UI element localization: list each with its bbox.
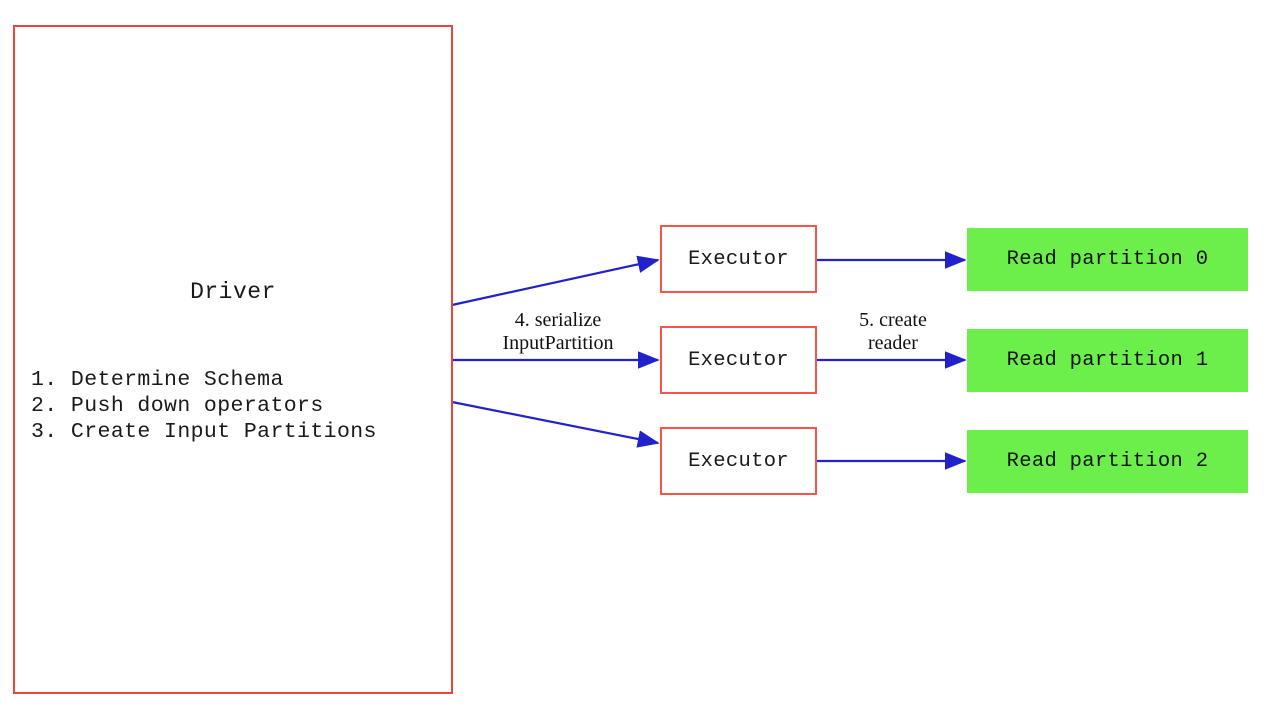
driver-box[interactable]: Driver 1. Determine Schema 2. Push down … <box>13 25 453 694</box>
read-partition-box-0[interactable]: Read partition 0 <box>967 228 1248 291</box>
edge-label-serialize-line1: 4. serialize <box>514 309 602 331</box>
read-partition-label: Read partition 1 <box>1006 349 1209 372</box>
arrow-driver-to-executor-2 <box>451 400 660 448</box>
edge-label-serialize: 4. serialize InputPartition <box>458 309 658 355</box>
arrows-executors-to-partitions <box>817 251 967 470</box>
executor-label: Executor <box>688 348 789 372</box>
driver-steps-list: 1. Determine Schema 2. Push down operato… <box>31 368 377 444</box>
executor-box-1[interactable]: Executor <box>660 326 817 394</box>
edge-label-create-reader-line1: 5. create <box>859 309 927 331</box>
edge-label-serialize-line2: InputPartition <box>502 332 614 354</box>
executor-label: Executor <box>688 449 789 473</box>
executor-box-0[interactable]: Executor <box>660 225 817 293</box>
read-partition-box-2[interactable]: Read partition 2 <box>967 430 1248 493</box>
read-partition-box-1[interactable]: Read partition 1 <box>967 329 1248 392</box>
driver-title: Driver <box>190 279 276 305</box>
edge-label-create-reader-line2: reader <box>868 332 918 354</box>
executor-label: Executor <box>688 247 789 271</box>
edge-label-create-reader: 5. create reader <box>823 309 963 355</box>
read-partition-label: Read partition 0 <box>1006 248 1209 271</box>
arrow-driver-to-executor-0 <box>451 255 660 307</box>
read-partition-label: Read partition 2 <box>1006 450 1209 473</box>
executor-box-2[interactable]: Executor <box>660 427 817 495</box>
